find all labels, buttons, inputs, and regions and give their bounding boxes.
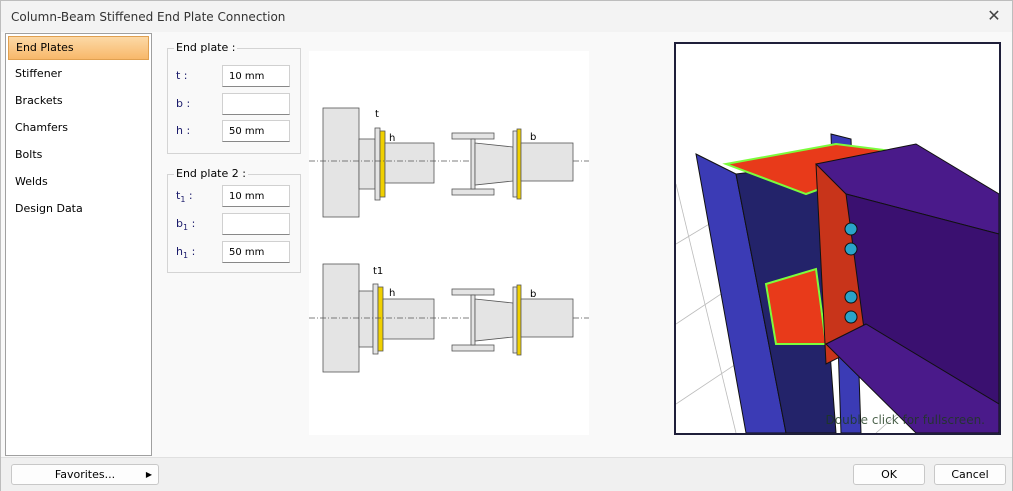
b1-input[interactable]: [222, 213, 290, 235]
label-base: b: [176, 217, 183, 230]
label-suffix: :: [188, 245, 196, 258]
sidebar-item-brackets[interactable]: Brackets: [15, 94, 63, 107]
h-label: h :: [176, 124, 191, 137]
sidebar-item-design-data[interactable]: Design Data: [15, 202, 83, 215]
t-input[interactable]: [222, 65, 290, 87]
sidebar: End Plates Stiffener Brackets Chamfers B…: [5, 33, 152, 456]
close-icon[interactable]: ✕: [987, 6, 1001, 25]
label-h-2: h: [389, 288, 395, 299]
favorites-button[interactable]: Favorites... ▶: [11, 464, 159, 485]
footer: Favorites... ▶ OK Cancel: [1, 457, 1012, 491]
label-base: h: [176, 245, 183, 258]
label-base: t: [176, 189, 181, 202]
beam-top-flange: [814, 143, 999, 235]
label-suffix: :: [188, 217, 196, 230]
column-flange: [695, 153, 787, 433]
end-plate-group: End plate : t : b : h :: [167, 41, 301, 154]
bolt: [844, 242, 858, 256]
diagram-side-view-1: t h: [309, 107, 589, 218]
label-b: b: [530, 132, 536, 143]
label-suffix: :: [185, 189, 193, 202]
sidebar-item-stiffener[interactable]: Stiffener: [15, 67, 62, 80]
b-label: b :: [176, 97, 191, 110]
t1-label: t1 :: [176, 189, 193, 204]
bolt: [844, 290, 858, 304]
t-label: t :: [176, 69, 188, 82]
h-input[interactable]: [222, 120, 290, 142]
window-title: Column-Beam Stiffened End Plate Connecti…: [11, 10, 286, 24]
t1-input[interactable]: [222, 185, 290, 207]
chevron-right-icon: ▶: [145, 470, 152, 479]
sidebar-item-welds[interactable]: Welds: [15, 175, 48, 188]
diagram-top-view-1: b: [451, 128, 574, 200]
title-bar: Column-Beam Stiffened End Plate Connecti…: [1, 1, 1012, 32]
beam-web: [845, 193, 999, 433]
b1-label: b1 :: [176, 217, 195, 232]
favorites-label: Favorites...: [54, 468, 116, 481]
group-label: End plate 2 :: [174, 167, 248, 180]
label-t1: t1: [373, 266, 383, 277]
label-h: h: [389, 133, 395, 144]
diagram-side-view-2: t1 h: [309, 263, 589, 373]
beam-bottom-flange: [825, 323, 999, 433]
bolt: [844, 222, 858, 236]
fullscreen-hint: Double click for fullscreen.: [825, 413, 985, 427]
diagram-top-view-2: b: [451, 284, 574, 356]
h1-input[interactable]: [222, 241, 290, 263]
bolt: [844, 310, 858, 324]
sidebar-item-chamfers[interactable]: Chamfers: [15, 121, 69, 134]
connection-diagram: t h b t1 h b: [309, 51, 589, 435]
label-b-2: b: [530, 289, 536, 300]
ok-button[interactable]: OK: [853, 464, 925, 485]
label-sub: 1: [180, 195, 186, 205]
end-plate-2-group: End plate 2 : t1 : b1 : h1 :: [167, 167, 301, 273]
label-sub: 1: [182, 223, 189, 233]
3d-view[interactable]: Double click for fullscreen.: [674, 42, 1001, 435]
h1-label: h1 :: [176, 245, 195, 260]
sidebar-item-bolts[interactable]: Bolts: [15, 148, 43, 161]
b-input[interactable]: [222, 93, 290, 115]
sidebar-item-end-plates[interactable]: End Plates: [8, 36, 149, 60]
label-t: t: [375, 109, 379, 120]
group-label: End plate :: [174, 41, 238, 54]
label-sub: 1: [182, 251, 189, 261]
cancel-button[interactable]: Cancel: [934, 464, 1006, 485]
